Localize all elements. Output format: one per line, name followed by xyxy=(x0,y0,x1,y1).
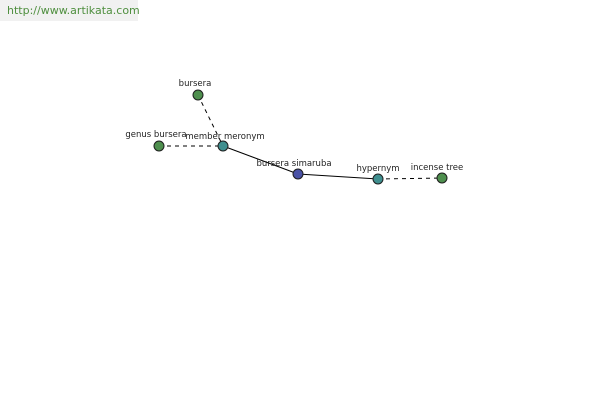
graph-nodes: bursera genus bursera member meronym bur… xyxy=(125,79,464,185)
node-label-incense-tree: incense tree xyxy=(411,163,464,173)
watermark-url: http://www.artikata.com xyxy=(0,0,140,21)
node-label-bursera-simaruba: bursera simaruba xyxy=(256,159,331,169)
node-dot-bursera-simaruba[interactable] xyxy=(292,168,304,180)
node-bursera[interactable]: bursera xyxy=(179,79,212,101)
node-dot-hypernym[interactable] xyxy=(372,173,384,185)
node-dot-incense-tree[interactable] xyxy=(436,172,448,184)
edge-hypernym-incense-tree xyxy=(377,177,443,180)
node-label-bursera: bursera xyxy=(179,79,212,89)
edge-bursera-simaruba-hypernym xyxy=(297,173,379,180)
node-incense-tree[interactable]: incense tree xyxy=(411,163,464,184)
edge-member-meronym-bursera-simaruba xyxy=(222,145,299,175)
node-genus-bursera[interactable]: genus bursera xyxy=(125,130,187,152)
node-label-genus-bursera: genus bursera xyxy=(125,130,186,140)
node-dot-genus-bursera[interactable] xyxy=(153,140,165,152)
edge-bursera-member-meronym xyxy=(197,94,224,147)
graph-edges xyxy=(159,94,443,180)
node-bursera-simaruba[interactable]: bursera simaruba xyxy=(256,159,332,180)
node-dot-bursera[interactable] xyxy=(192,89,204,101)
node-label-hypernym: hypernym xyxy=(356,164,399,174)
node-label-member-meronym: member meronym xyxy=(185,132,264,142)
node-dot-member-meronym[interactable] xyxy=(217,140,229,152)
node-member-meronym[interactable]: member meronym xyxy=(185,132,265,152)
node-hypernym[interactable]: hypernym xyxy=(356,164,400,185)
